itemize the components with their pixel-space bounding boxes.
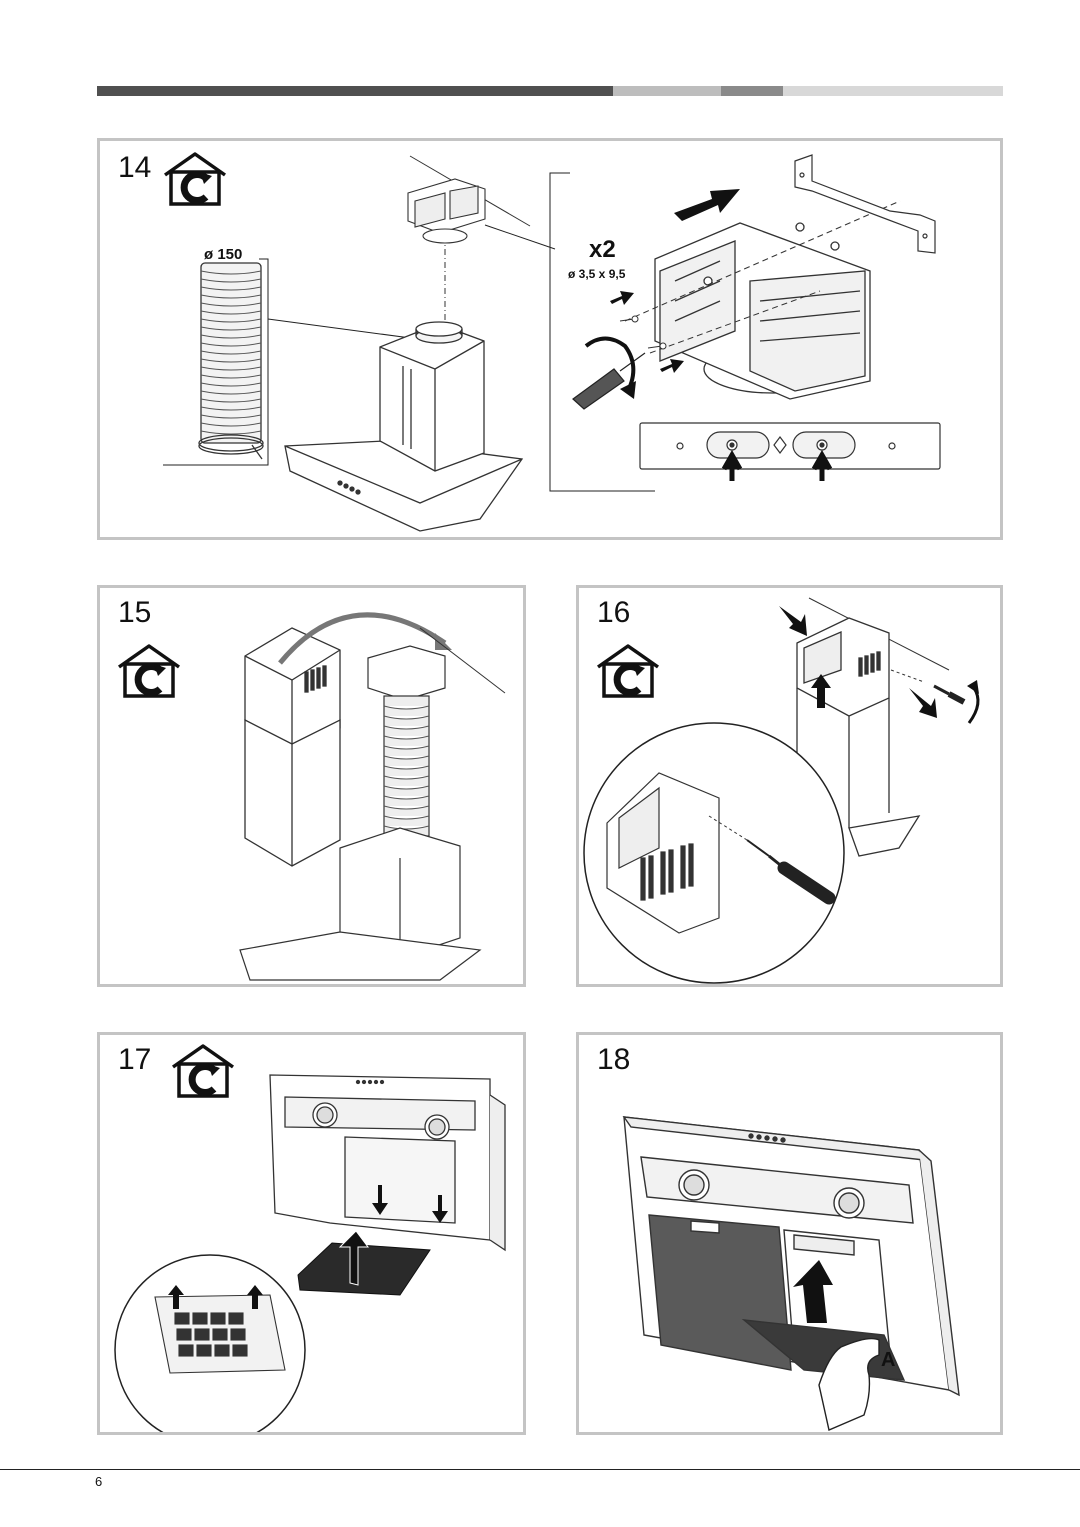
duct-diameter-label: ø 150: [204, 246, 243, 263]
part-a-label: A: [881, 1349, 896, 1371]
small-deflector-assembly: [407, 178, 486, 244]
header-bar-mid: [721, 86, 783, 96]
bottom-plate: [639, 422, 941, 470]
recirculation-house-icon: [596, 644, 660, 698]
step-14-illustration: [163, 154, 941, 532]
step-18-panel: 18 A: [576, 1032, 1003, 1435]
step-14-panel: 14: [97, 138, 1003, 540]
step-18-illustration: [622, 1116, 960, 1431]
flexible-duct: [198, 262, 264, 460]
step-16-number: 16: [597, 596, 631, 629]
recirculation-house-icon: [117, 644, 181, 698]
header-bar-pale: [783, 86, 1003, 96]
chimney-upper: [796, 617, 921, 857]
step-17-illustration: [114, 1074, 506, 1432]
step-15-illustration: [239, 612, 506, 981]
multiplier-label: x2: [589, 236, 616, 263]
step-17-number: 17: [118, 1043, 152, 1076]
step-16-illustration: [583, 597, 980, 984]
hood-underside: [269, 1074, 506, 1252]
carbon-filter: [297, 1242, 431, 1296]
hood-underside: [622, 1116, 960, 1397]
deflector-and-duct: [239, 645, 482, 981]
step-15-panel: 15: [97, 585, 526, 987]
wall-bracket: [794, 154, 936, 254]
page-number: 6: [95, 1474, 103, 1489]
step-16-panel: 16: [576, 585, 1003, 987]
chimney-sections: [244, 627, 341, 867]
step-15-number: 15: [118, 596, 152, 629]
step-18-number: 18: [597, 1043, 631, 1076]
zoom-detail-circle: [583, 722, 845, 984]
screw-pair: [619, 315, 667, 350]
recirculation-house-icon: [163, 152, 227, 206]
screw-size-label: ø 3,5 x 9,5: [568, 267, 626, 281]
header-bar: [97, 86, 1003, 96]
header-bar-light: [613, 86, 721, 96]
large-deflector-assembly: [654, 222, 871, 400]
zoom-detail-circle: [114, 1254, 306, 1432]
hand: [818, 1337, 880, 1431]
recirculation-house-icon: [171, 1044, 235, 1098]
step-17-panel: 17: [97, 1032, 526, 1435]
step-14-number: 14: [118, 151, 152, 184]
footer-rule: [0, 1469, 1080, 1470]
header-bar-dark: [97, 86, 613, 96]
hood-body: [284, 321, 524, 532]
